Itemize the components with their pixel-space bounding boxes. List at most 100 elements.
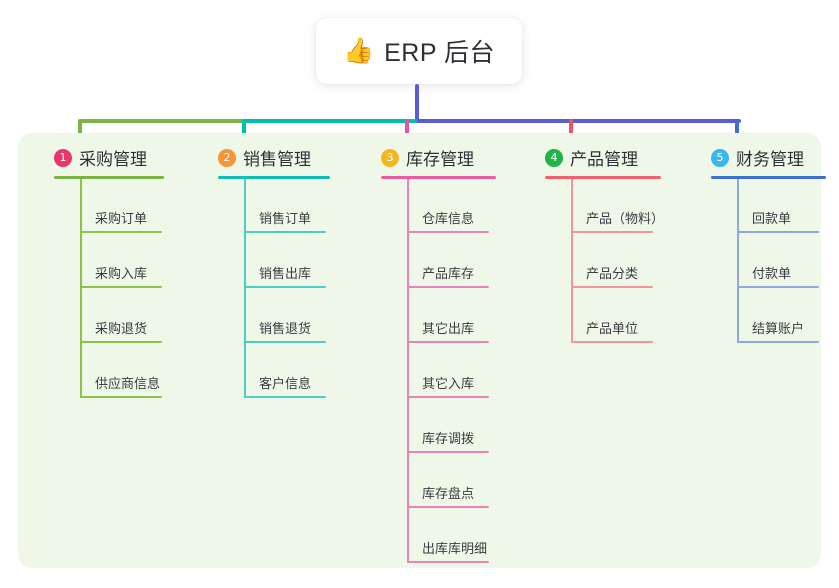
branch-title-label: 库存管理 [406,150,474,169]
leaf-node-label: 结算账户 [752,321,805,336]
branch-index-badge: 1 [54,148,72,167]
branch-title-label: 产品管理 [570,150,638,169]
leaf-node[interactable]: 产品（物料） [571,203,664,233]
branches-panel: 1 采购管理采购订单采购入库采购退货供应商信息 2 销售管理销售订单销售出库销售退货客… [18,133,826,568]
leaf-underline [571,286,653,288]
leaf-node[interactable]: 付款单 [737,258,819,288]
root-node-label: ERP 后台 [384,39,496,67]
branch-underline [218,176,330,179]
branch-spine-line [571,179,573,343]
connector-stub-col-4 [569,119,573,146]
leaf-node-label: 产品单位 [586,321,639,336]
leaf-underline [407,231,489,233]
root-stem-line [415,84,419,123]
leaf-node-label: 付款单 [752,266,792,281]
leaf-underline [737,231,819,233]
leaf-node-label: 销售订单 [259,211,312,226]
branch-header-采购管理[interactable]: 1 采购管理 [54,145,147,170]
leaf-underline [407,341,489,343]
leaf-node[interactable]: 产品分类 [571,258,653,288]
leaf-underline [737,341,819,343]
leaf-node-label: 回款单 [752,211,792,226]
leaf-node[interactable]: 其它出库 [407,313,489,343]
branch-header-产品管理[interactable]: 4 产品管理 [545,145,638,170]
branch-title-label: 财务管理 [736,150,804,169]
leaf-node[interactable]: 采购订单 [80,203,162,233]
connector-bar-segment-3 [417,119,741,123]
leaf-node-label: 库存盘点 [422,486,475,501]
leaf-node[interactable]: 结算账户 [737,313,819,343]
branch-spine-line [737,179,739,343]
leaf-node-label: 库存调拨 [422,431,475,446]
leaf-node[interactable]: 采购入库 [80,258,162,288]
connector-stub-col-5 [735,119,739,146]
leaf-node-label: 产品分类 [586,266,639,281]
leaf-underline [571,341,653,343]
leaf-node[interactable]: 销售订单 [244,203,326,233]
connector-stub-col-2 [242,119,246,146]
leaf-underline [407,561,489,563]
leaf-node[interactable]: 销售退货 [244,313,326,343]
leaf-underline [407,286,489,288]
leaf-node[interactable]: 产品单位 [571,313,653,343]
branch-title-label: 销售管理 [243,150,311,169]
leaf-node[interactable]: 供应商信息 [80,368,162,398]
leaf-underline [407,396,489,398]
leaf-node-label: 其它入库 [422,376,475,391]
leaf-underline [407,451,489,453]
branch-spine-line [407,179,409,563]
leaf-underline [80,396,162,398]
branch-underline [54,176,164,179]
leaf-node[interactable]: 其它入库 [407,368,489,398]
leaf-underline [737,286,819,288]
leaf-underline [80,286,162,288]
leaf-node[interactable]: 销售出库 [244,258,326,288]
leaf-node[interactable]: 采购退货 [80,313,162,343]
branch-title-label: 采购管理 [79,150,147,169]
connector-bar-segment-1 [80,119,244,123]
leaf-node[interactable]: 库存盘点 [407,478,489,508]
connector-stub-col-3 [405,119,409,146]
leaf-underline [80,231,162,233]
connector-bar-segment-2 [244,119,417,123]
leaf-node-label: 产品库存 [422,266,475,281]
leaf-node-label: 出库库明细 [422,541,488,556]
leaf-underline [80,341,162,343]
branch-index-badge: 5 [711,148,729,167]
branch-spine-line [80,179,82,398]
leaf-underline [571,231,653,233]
leaf-underline [244,396,326,398]
leaf-node[interactable]: 仓库信息 [407,203,489,233]
connector-stub-col-1 [78,119,82,146]
branch-index-badge: 3 [381,148,399,167]
leaf-node-label: 销售退货 [259,321,312,336]
leaf-node-label: 销售出库 [259,266,312,281]
leaf-node-label: 客户信息 [259,376,312,391]
leaf-node[interactable]: 产品库存 [407,258,489,288]
branch-underline [711,176,826,179]
thumbs-up-icon: 👍 [342,36,375,65]
leaf-node[interactable]: 回款单 [737,203,819,233]
leaf-node-label: 产品（物料） [586,211,665,226]
branch-index-badge: 2 [218,148,236,167]
branch-index-badge: 4 [545,148,563,167]
leaf-node-label: 其它出库 [422,321,475,336]
leaf-node[interactable]: 出库库明细 [407,533,489,563]
leaf-node[interactable]: 客户信息 [244,368,326,398]
leaf-underline [407,506,489,508]
leaf-node-label: 采购入库 [95,266,148,281]
leaf-node-label: 采购退货 [95,321,148,336]
branch-header-库存管理[interactable]: 3 库存管理 [381,145,474,170]
root-node-erp-backend[interactable]: 👍 ERP 后台 [316,18,522,84]
branch-underline [545,176,661,179]
leaf-node-label: 采购订单 [95,211,148,226]
leaf-underline [244,341,326,343]
leaf-node-label: 供应商信息 [95,376,161,391]
leaf-underline [244,231,326,233]
leaf-underline [244,286,326,288]
leaf-node-label: 仓库信息 [422,211,475,226]
leaf-node[interactable]: 库存调拨 [407,423,489,453]
branch-header-财务管理[interactable]: 5 财务管理 [711,145,804,170]
branch-header-销售管理[interactable]: 2 销售管理 [218,145,311,170]
